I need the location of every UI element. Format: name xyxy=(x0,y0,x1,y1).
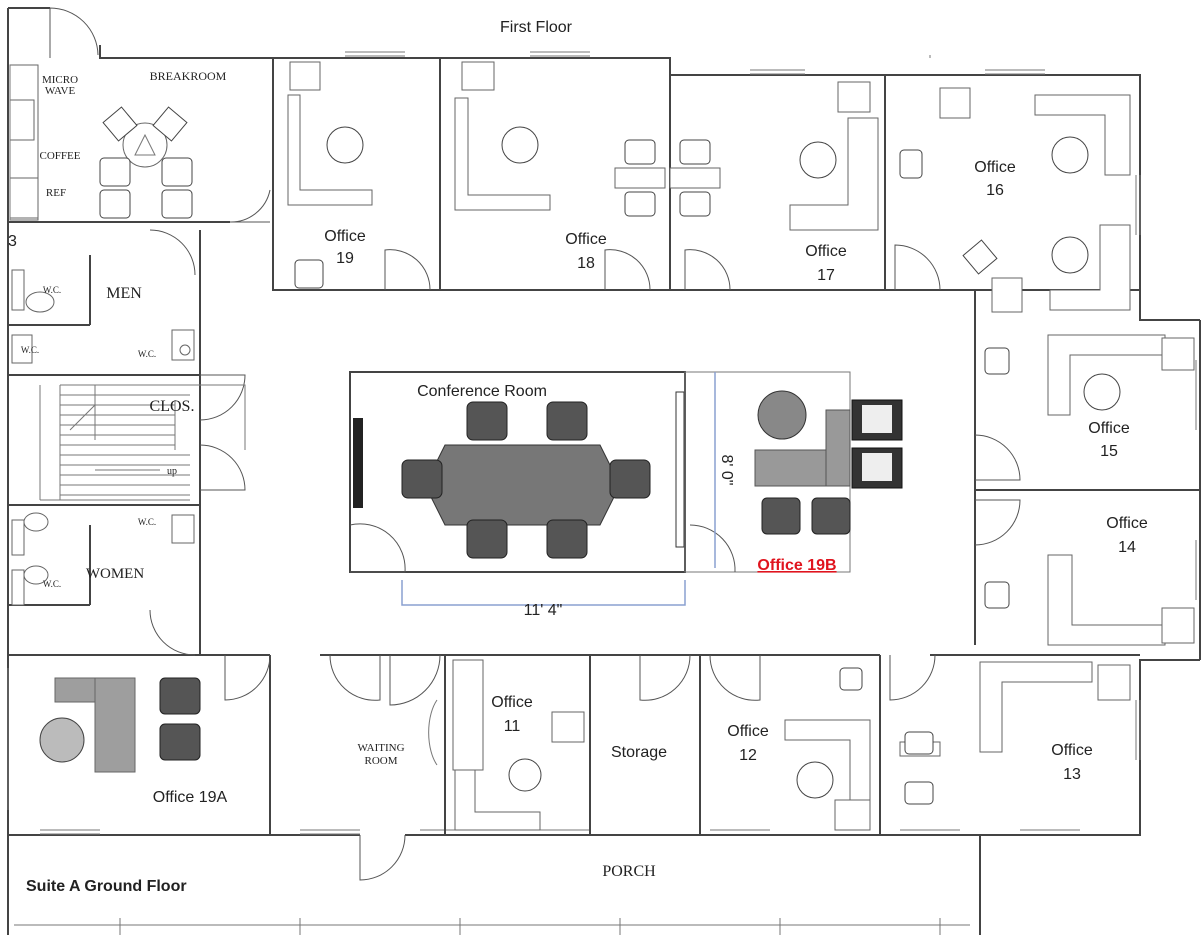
office-19b-furniture xyxy=(754,390,903,535)
office-14-number: 14 xyxy=(1118,539,1136,556)
office-16-word: Office xyxy=(974,159,1016,176)
staircase xyxy=(59,384,246,500)
office-15-word: Office xyxy=(1088,420,1130,437)
office-12-number: 12 xyxy=(739,747,757,764)
office-18-number: 18 xyxy=(577,255,595,272)
suite-title: Suite A Ground Floor xyxy=(26,878,187,895)
storage-label: Storage xyxy=(611,744,667,761)
waiting-room-label-2: ROOM xyxy=(364,755,397,767)
office-14-label: Office 14 xyxy=(1106,515,1148,556)
office-17-label: Office 17 xyxy=(805,243,847,284)
office-18-label: Office 18 xyxy=(565,231,607,272)
office-15-number: 15 xyxy=(1100,443,1118,460)
breakroom-label: BREAKROOM xyxy=(150,69,227,83)
waiting-room-label-1: WAITING xyxy=(357,742,404,754)
microwave-label-1: MICRO xyxy=(42,74,78,86)
office-furniture-top-left xyxy=(287,61,551,289)
ref-label: REF xyxy=(46,187,66,199)
office-19a-furniture xyxy=(7,668,201,810)
office-19-word: Office xyxy=(324,228,366,245)
women-wc-label-a: W.C. xyxy=(138,517,156,527)
office-19-number: 19 xyxy=(336,250,354,267)
office-19b-depth-dimension: 8' 0" xyxy=(718,455,735,486)
office-16-number: 16 xyxy=(986,182,1004,199)
doors xyxy=(49,7,1021,881)
closet-label: CLOS. xyxy=(150,398,195,415)
women-label: WOMEN xyxy=(86,566,144,582)
men-wc-label-b: W.C. xyxy=(21,345,39,355)
office-17-number: 17 xyxy=(817,267,835,284)
office-11-word: Office xyxy=(491,694,533,711)
office-16-furniture xyxy=(899,87,1131,313)
office-11-label: Office 11 xyxy=(491,694,533,735)
office-13-number: 13 xyxy=(1063,766,1081,783)
office-15-14-furniture xyxy=(984,334,1195,646)
office-15-label: Office 15 xyxy=(1088,420,1130,460)
office-17-word: Office xyxy=(805,243,847,260)
conference-width-dimension: 11' 4" xyxy=(524,602,563,619)
office-12-word: Office xyxy=(727,723,769,740)
coffee-label: COFFEE xyxy=(40,150,81,162)
stair-up-label: up xyxy=(167,466,177,477)
office-18-word: Office xyxy=(565,231,607,248)
office-14-word: Office xyxy=(1106,515,1148,532)
dimension-lines xyxy=(401,372,716,606)
office-17-18-tables xyxy=(614,81,879,231)
conference-room-label: Conference Room xyxy=(417,383,547,400)
conference-table-group xyxy=(353,391,685,559)
office-19b-label: Office 19B xyxy=(757,557,836,574)
office-19a-label: Office 19A xyxy=(153,789,228,806)
first-floor-label: First Floor xyxy=(500,19,573,36)
office-12-label: Office 12 xyxy=(727,723,769,764)
office-11-furniture xyxy=(428,659,585,831)
office-13-word: Office xyxy=(1051,742,1093,759)
porch-label: PORCH xyxy=(602,863,656,880)
office-13-furniture xyxy=(839,661,1131,805)
microwave-label-2: WAVE xyxy=(45,85,76,97)
men-label: MEN xyxy=(106,285,142,302)
office-13-label: Office 13 xyxy=(1051,742,1093,783)
women-wc-label-b: W.C. xyxy=(43,579,61,589)
men-wc-label-a: W.C. xyxy=(43,285,61,295)
men-wc-label-c: W.C. xyxy=(138,349,156,359)
office-11-number: 11 xyxy=(504,718,521,735)
stair-number-label: 3 xyxy=(8,233,17,250)
office-19-label: Office 19 xyxy=(324,228,366,267)
office-16-label: Office 16 xyxy=(974,159,1016,199)
office-12-furniture xyxy=(784,719,871,831)
restroom-fixtures xyxy=(11,269,195,606)
breakroom-fixtures xyxy=(9,64,193,221)
